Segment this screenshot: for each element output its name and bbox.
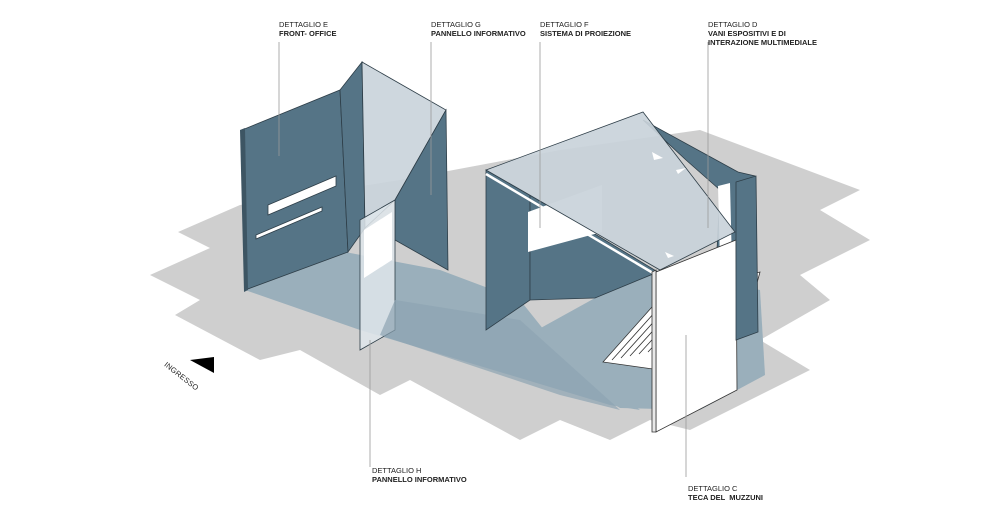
right-outer-wall <box>735 175 759 341</box>
label-detail-d-caption: DETTAGLIO D <box>708 20 758 29</box>
roof-light-1 <box>652 152 663 160</box>
projection-beam <box>380 300 620 410</box>
label-detail-g-caption: DETTAGLIO G <box>431 20 481 29</box>
showcase-panel-c-edge <box>651 269 657 433</box>
label-detail-c-title: TECA DEL MUZZUNI <box>688 493 763 502</box>
roof-light-2 <box>676 168 686 174</box>
leader-lines <box>278 42 709 477</box>
label-detail-c-caption: DETTAGLIO C <box>688 484 738 493</box>
label-detail-h: DETTAGLIO H PANNELLO INFORMATIVO <box>372 466 467 484</box>
front-office-wall-edge <box>240 128 248 292</box>
label-detail-f-caption: DETTAGLIO F <box>540 20 589 29</box>
front-office-slot-upper <box>267 175 337 216</box>
label-detail-h-caption: DETTAGLIO H <box>372 466 422 475</box>
roof-edge-white <box>485 172 659 278</box>
roof-light-3 <box>665 252 674 258</box>
entrance-arrow-icon <box>190 357 214 373</box>
label-detail-e-title: FRONT- OFFICE <box>279 29 337 38</box>
label-detail-h-title: PANNELLO INFORMATIVO <box>372 475 467 484</box>
label-detail-d-title: VANI ESPOSITIVI E DI INTERAZIONE MULTIME… <box>708 29 818 47</box>
label-detail-e: DETTAGLIO E FRONT- OFFICE <box>279 20 337 38</box>
label-detail-e-caption: DETTAGLIO E <box>279 20 329 29</box>
front-office-slot-lower <box>255 206 323 240</box>
label-detail-f: DETTAGLIO F SISTEMA DI PROIEZIONE <box>540 20 631 38</box>
info-panel-h-highlight <box>364 212 392 278</box>
label-detail-c: DETTAGLIO C TECA DEL MUZZUNI <box>688 484 763 502</box>
label-detail-d: DETTAGLIO D VANI ESPOSITIVI E DI INTERAZ… <box>708 20 817 47</box>
label-detail-g: DETTAGLIO G PANNELLO INFORMATIVO <box>431 20 526 38</box>
glass-roof <box>485 111 736 271</box>
label-detail-f-title: SISTEMA DI PROIEZIONE <box>540 29 631 38</box>
label-detail-g-title: PANNELLO INFORMATIVO <box>431 29 526 38</box>
